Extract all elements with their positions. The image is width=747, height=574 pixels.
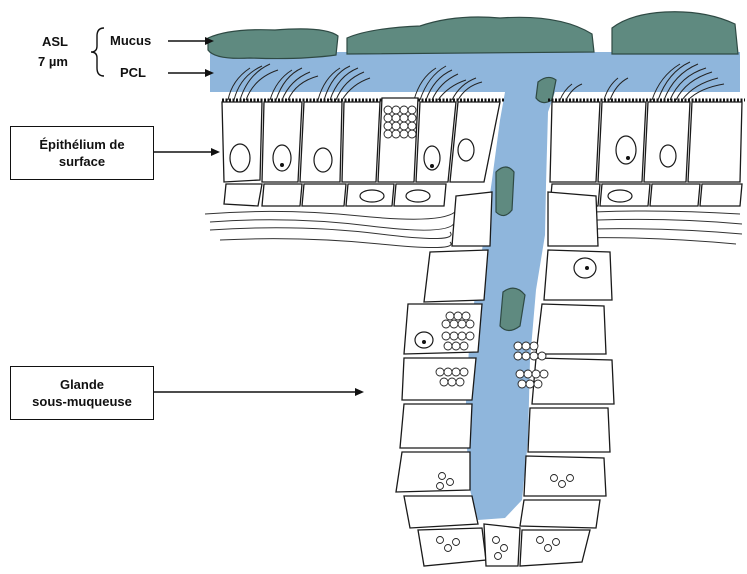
epithelium-label-line2: surface [59,153,105,170]
gland-label-box: Glande sous-muqueuse [10,366,154,420]
epithelium-label-box: Épithélium de surface [10,126,154,180]
asl-thickness-label: 7 µm [38,54,68,69]
epithelium-label-line1: Épithélium de [39,136,124,153]
nucleoli-right [626,156,630,160]
gland-label-line1: Glande [60,376,104,393]
pcl-label: PCL [120,65,146,80]
mucus-label: Mucus [110,33,151,48]
gland-label-line2: sous-muqueuse [32,393,132,410]
asl-label: ASL [42,34,68,49]
surface-epithelium-right [550,102,742,206]
